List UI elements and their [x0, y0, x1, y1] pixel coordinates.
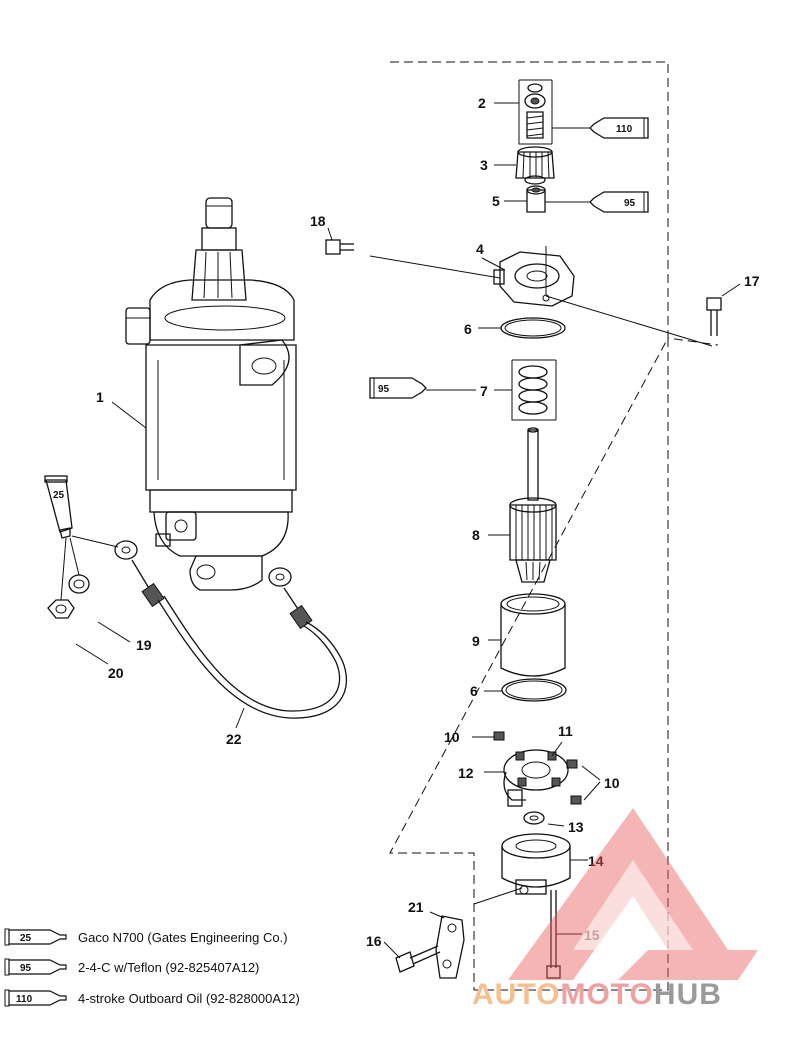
commutator-end-cap — [501, 833, 571, 895]
callout-8: 8 — [472, 527, 480, 543]
lubricant-tube-95-upper: 95 — [589, 191, 649, 213]
ground-bracket — [435, 915, 465, 979]
legend-item-95: 95 2-4-C w/Teflon (92-825407A12) — [4, 956, 424, 978]
drive-end-housing — [493, 251, 575, 307]
svg-text:95: 95 — [378, 384, 390, 395]
svg-text:95: 95 — [20, 963, 32, 974]
callout-21: 21 — [408, 899, 424, 915]
o-ring-upper-inner — [504, 319, 562, 337]
screw-18 — [325, 239, 354, 255]
callout-16: 16 — [366, 933, 382, 949]
callout-14: 14 — [588, 853, 604, 869]
drive-pinion — [515, 146, 555, 185]
tube-icon: 95 — [4, 958, 67, 976]
bushing — [526, 185, 546, 213]
o-ring-lower-inner — [505, 680, 563, 700]
nut-and-washer — [47, 535, 119, 619]
svg-text:25: 25 — [53, 490, 65, 501]
callout-5: 5 — [492, 193, 500, 209]
callout-6-lower: 6 — [470, 683, 478, 699]
o-ring-upper — [500, 317, 566, 339]
callout-1: 1 — [96, 389, 104, 405]
svg-text:110: 110 — [616, 124, 633, 135]
bolt-17 — [706, 297, 722, 336]
svg-text:110: 110 — [16, 994, 33, 1005]
leader-lines — [75, 102, 741, 959]
commutator-washer-hole — [529, 815, 539, 821]
callout-13: 13 — [568, 819, 584, 835]
legend-label: 2-4-C w/Teflon (92-825407A12) — [78, 959, 260, 975]
legend-item-110: 110 4-stroke Outboard Oil (92-828000A12) — [4, 987, 424, 1009]
brush-plate — [503, 749, 569, 807]
tube-icon: 110 — [4, 989, 67, 1007]
thrust-washers — [511, 359, 557, 421]
callout-2: 2 — [478, 95, 486, 111]
pinion-stop-kit — [518, 79, 553, 145]
callout-10-right: 10 — [604, 775, 620, 791]
callout-3: 3 — [480, 157, 488, 173]
tube-icon: 25 — [4, 928, 67, 946]
callout-17: 17 — [744, 273, 760, 289]
frame-yoke — [500, 593, 566, 677]
svg-text:25: 25 — [20, 933, 32, 944]
callout-10-left: 10 — [444, 729, 460, 745]
sealant-tube-25: 25 — [44, 475, 73, 539]
callout-18: 18 — [310, 213, 326, 229]
starter-cable — [114, 540, 347, 719]
armature — [509, 427, 557, 583]
lubricant-tube-95-lower: 95 — [369, 377, 427, 399]
legend-item-25: 25 Gaco N700 (Gates Engineering Co.) — [4, 926, 424, 948]
legend-label: 4-stroke Outboard Oil (92-828000A12) — [78, 990, 300, 1006]
assembly-boundary — [389, 61, 719, 991]
o-ring-lower — [501, 678, 567, 702]
callout-6-upper: 6 — [464, 321, 472, 337]
callout-22: 22 — [226, 731, 242, 747]
callout-12: 12 — [458, 765, 474, 781]
legend-label: Gaco N700 (Gates Engineering Co.) — [78, 929, 288, 945]
commutator-washer — [523, 811, 545, 825]
callout-11: 11 — [558, 723, 573, 739]
callout-9: 9 — [472, 633, 480, 649]
callout-7: 7 — [480, 383, 488, 399]
lubricant-tube-110: 110 — [589, 117, 649, 139]
callout-4: 4 — [476, 241, 484, 257]
callout-19: 19 — [136, 637, 152, 653]
automotohub-logo-watermark — [508, 808, 758, 980]
brushes — [493, 731, 582, 805]
watermark-text: AUTOMOTOHUB — [472, 978, 722, 1011]
svg-text:95: 95 — [624, 198, 636, 209]
through-bolt — [546, 890, 561, 979]
starter-motor — [125, 197, 297, 591]
bracket-bolt — [395, 945, 441, 973]
callout-20: 20 — [108, 665, 124, 681]
